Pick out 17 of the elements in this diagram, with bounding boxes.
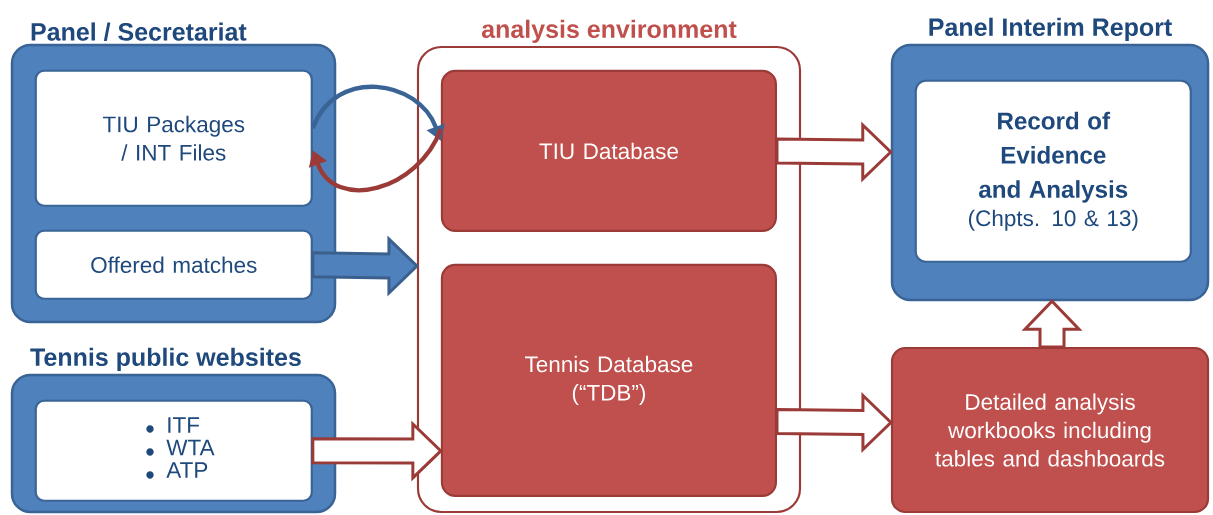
group-heading: Tennis public websites [30, 347, 301, 371]
block-arrow [311, 235, 420, 297]
group-heading: Panel Interim Report [929, 17, 1172, 41]
report-box: Record of Evidence and Analysis (Chpts. 10 & 13) [914, 79, 1192, 263]
block-arrow [775, 391, 894, 454]
database-box: Tennis Database (“TDB”) [440, 263, 777, 497]
block-arrow [1021, 299, 1083, 349]
group-heading: analysis environment [481, 19, 737, 43]
process-box: Detailed analysis workbooks including tables and dashboards [890, 346, 1210, 514]
list-box: ITF WTA ATP [34, 399, 313, 502]
process-box: Offered matches [34, 229, 313, 300]
database-box: TIU Database [440, 69, 777, 232]
block-arrow [311, 420, 443, 482]
group-heading: Panel / Secretariat [31, 22, 247, 41]
process-box: TIU Packages / INT Files [34, 69, 313, 207]
block-arrow [775, 121, 893, 183]
curved-arrow [308, 128, 443, 193]
